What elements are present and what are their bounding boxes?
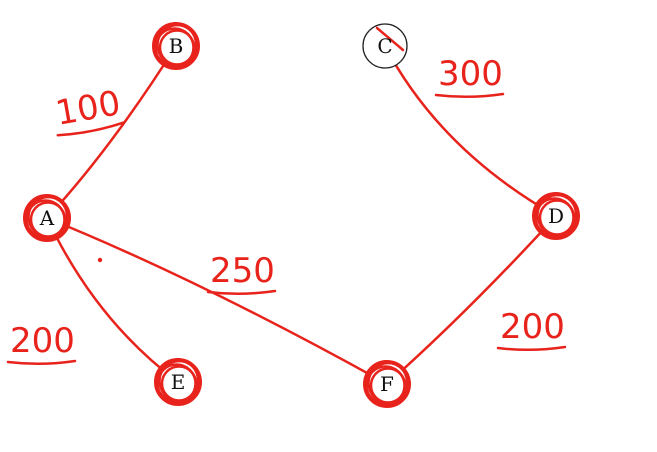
weights-layer: 100 300 250 200 200 (6, 54, 567, 366)
weight-a-f: 250 (206, 251, 277, 296)
edges-layer (45, 44, 558, 386)
weight-underline (56, 121, 125, 137)
weight-a-b: 100 (53, 83, 125, 137)
node-label: F (380, 372, 394, 396)
node-e: E (154, 358, 202, 406)
node-highlight (532, 192, 578, 237)
edge-a-e (45, 216, 180, 384)
ink-dot (97, 257, 103, 263)
node-f: F (363, 360, 411, 408)
node-highlight (152, 22, 198, 67)
weight-underline (496, 345, 567, 352)
weight-label: 200 (10, 321, 75, 361)
node-c: C (362, 23, 408, 69)
weight-label: 300 (438, 54, 503, 94)
weight-label: 200 (500, 307, 565, 347)
node-label: B (169, 34, 184, 58)
node-highlight (363, 360, 409, 405)
node-outline (362, 23, 408, 69)
edge-c-d (383, 44, 558, 218)
weight-c-d: 300 (434, 54, 505, 99)
node-label: D (548, 204, 564, 228)
node-highlight (154, 358, 200, 403)
node-highlight (23, 194, 69, 239)
nodes-layer: A B C D E F (23, 22, 580, 408)
node-d: D (532, 192, 580, 240)
node-label: E (171, 370, 186, 394)
node-label: C (377, 34, 392, 58)
weight-label: 250 (210, 251, 275, 291)
weight-underline (206, 289, 277, 296)
edge-a-f (45, 216, 389, 386)
weight-d-f: 200 (496, 307, 567, 352)
edge-d-f (385, 214, 558, 386)
node-a: A (23, 194, 71, 242)
weight-underline (6, 359, 77, 366)
node-label: A (39, 206, 55, 230)
weight-a-e: 200 (6, 321, 77, 366)
node-highlight (375, 26, 405, 52)
weight-underline (434, 92, 505, 99)
node-b: B (152, 22, 200, 70)
